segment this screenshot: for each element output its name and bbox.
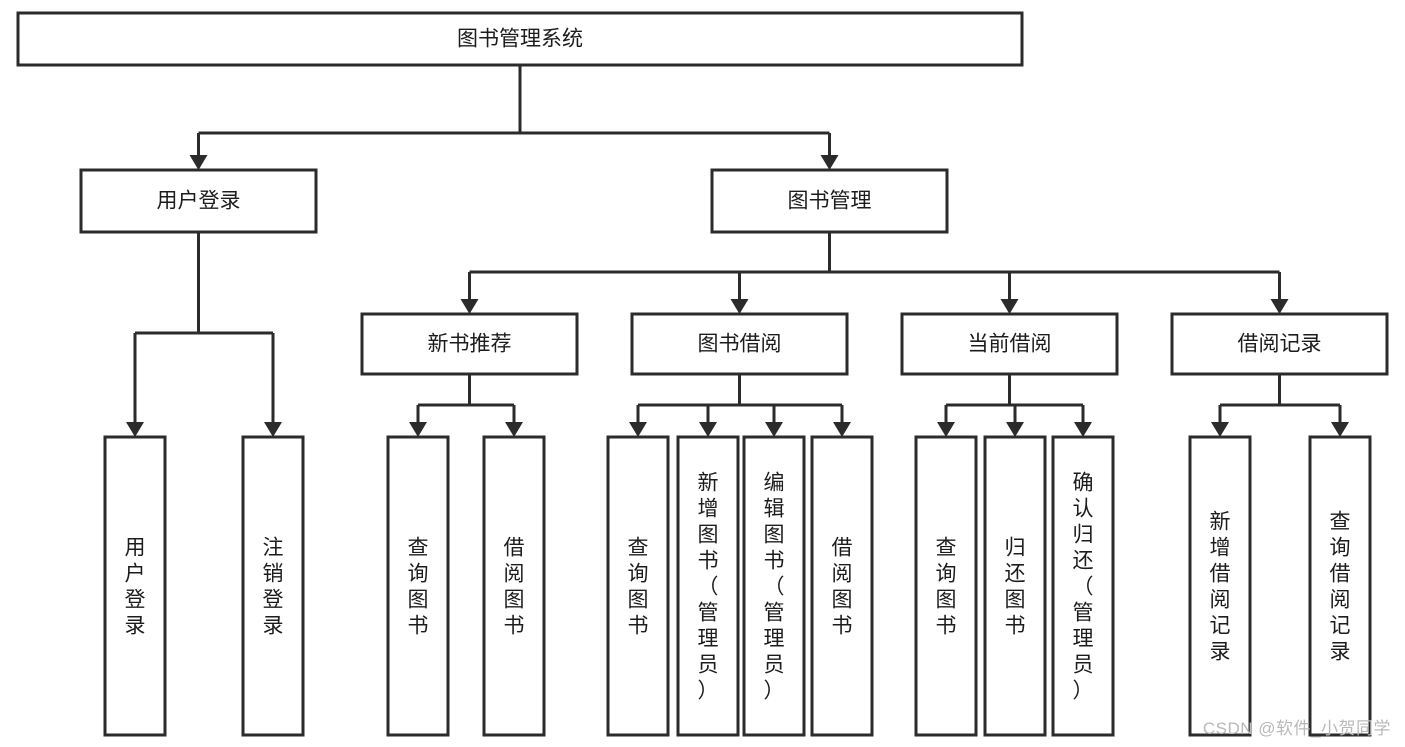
node-box[interactable] [16, 11, 1024, 67]
node-box[interactable] [1308, 435, 1372, 737]
node-新增图书管理员[interactable]: 新增图书（管理员） [676, 435, 740, 737]
node-box[interactable] [914, 435, 978, 737]
node-当前借阅[interactable]: 当前借阅 [900, 312, 1119, 376]
arrow-head-icon [820, 155, 839, 170]
node-box[interactable] [606, 435, 670, 737]
arrow-head-icon [409, 422, 427, 437]
arrow-head-icon [1000, 299, 1019, 314]
arrow-head-icon [505, 422, 523, 437]
node-图书管理[interactable]: 图书管理 [710, 168, 949, 234]
node-图书借阅[interactable]: 图书借阅 [630, 312, 849, 376]
node-box[interactable] [103, 435, 167, 737]
node-label: 图书借阅 [698, 333, 782, 356]
node-layer: 图书管理系统用户登录用户登录注销登录图书管理新书推荐查询图书借阅图书图书借阅查询… [16, 11, 1389, 737]
node-查询借阅记录[interactable]: 查询借阅记录 [1308, 435, 1372, 737]
node-用户登录[interactable]: 用户登录 [103, 435, 167, 737]
node-编辑图书管理员[interactable]: 编辑图书（管理员） [742, 435, 806, 737]
node-box[interactable] [983, 435, 1047, 737]
node-label: 编辑图书（管理员） [764, 471, 785, 702]
node-label: 借阅记录 [1238, 333, 1322, 356]
node-查询图书[interactable]: 查询图书 [606, 435, 670, 737]
node-label: 新增图书（管理员） [698, 471, 719, 702]
node-label: 注销登录 [263, 536, 284, 637]
node-label: 查询图书 [936, 536, 957, 637]
node-label: 新增借阅记录 [1210, 510, 1231, 663]
node-label: 图书管理 [788, 190, 872, 213]
node-label: 用户登录 [157, 190, 241, 213]
node-归还图书[interactable]: 归还图书 [983, 435, 1047, 737]
node-用户登录[interactable]: 用户登录 [79, 168, 318, 234]
watermark-label: CSDN @软件_小贺同学 [1202, 719, 1391, 738]
node-box[interactable] [241, 435, 305, 737]
node-box[interactable] [630, 312, 849, 376]
node-box[interactable] [79, 168, 318, 234]
arrow-head-icon [1006, 422, 1024, 437]
node-label: 图书管理系统 [457, 28, 583, 51]
arrow-head-icon [264, 422, 282, 437]
connector-layer [126, 65, 1349, 437]
node-借阅图书[interactable]: 借阅图书 [810, 435, 874, 737]
node-新增借阅记录[interactable]: 新增借阅记录 [1188, 435, 1252, 737]
arrow-head-icon [765, 422, 783, 437]
arrow-head-icon [1331, 422, 1349, 437]
arrow-head-icon [126, 422, 144, 437]
node-借阅图书[interactable]: 借阅图书 [482, 435, 546, 737]
node-新书推荐[interactable]: 新书推荐 [360, 312, 579, 376]
node-label: 新书推荐 [428, 333, 512, 356]
node-box[interactable] [742, 435, 806, 737]
node-box[interactable] [1188, 435, 1252, 737]
node-label: 借阅图书 [832, 536, 853, 637]
node-box[interactable] [710, 168, 949, 234]
arrow-head-icon [1270, 299, 1289, 314]
node-查询图书[interactable]: 查询图书 [914, 435, 978, 737]
arrow-head-icon [937, 422, 955, 437]
node-label: 查询借阅记录 [1330, 510, 1351, 663]
arrow-head-icon [189, 155, 208, 170]
node-图书管理系统[interactable]: 图书管理系统 [16, 11, 1024, 67]
node-box[interactable] [482, 435, 546, 737]
arrow-head-icon [1211, 422, 1229, 437]
node-注销登录[interactable]: 注销登录 [241, 435, 305, 737]
arrow-head-icon [699, 422, 717, 437]
node-box[interactable] [386, 435, 450, 737]
arrow-head-icon [629, 422, 647, 437]
node-box[interactable] [1170, 312, 1389, 376]
arrow-head-icon [1074, 422, 1092, 437]
node-label: 当前借阅 [968, 333, 1052, 356]
node-确认归还管理员[interactable]: 确认归还（管理员） [1051, 435, 1115, 737]
node-label: 归还图书 [1005, 536, 1026, 637]
arrow-head-icon [730, 299, 749, 314]
node-label: 用户登录 [125, 536, 146, 637]
node-box[interactable] [676, 435, 740, 737]
node-box[interactable] [810, 435, 874, 737]
node-box[interactable] [900, 312, 1119, 376]
node-label: 借阅图书 [504, 536, 525, 637]
arrow-head-icon [833, 422, 851, 437]
node-借阅记录[interactable]: 借阅记录 [1170, 312, 1389, 376]
node-box[interactable] [1051, 435, 1115, 737]
node-label: 查询图书 [408, 536, 429, 637]
arrow-head-icon [460, 299, 479, 314]
node-label: 确认归还（管理员） [1073, 471, 1094, 702]
node-box[interactable] [360, 312, 579, 376]
node-label: 查询图书 [628, 536, 649, 637]
node-查询图书[interactable]: 查询图书 [386, 435, 450, 737]
